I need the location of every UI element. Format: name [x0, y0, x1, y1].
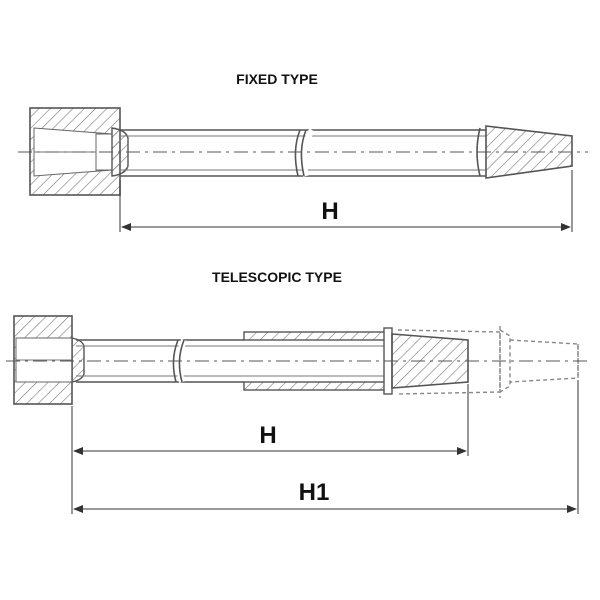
fixed-tube	[120, 128, 486, 177]
fixed-tapered-tip	[485, 125, 573, 179]
telescopic-nut	[13, 315, 73, 405]
fixed-type-title: FIXED TYPE	[236, 71, 318, 87]
fixed-type-diagram: FIXED TYPE H	[18, 71, 588, 232]
telescopic-seal-ring	[71, 337, 85, 383]
fixed-dimension-h-label: H	[321, 198, 338, 225]
telescopic-dimension-h-label: H	[259, 422, 276, 449]
telescopic-type-diagram: TELESCOPIC TYPE	[6, 269, 588, 514]
telescopic-dimension-h1-label: H1	[299, 479, 330, 506]
telescopic-type-title: TELESCOPIC TYPE	[212, 269, 342, 285]
